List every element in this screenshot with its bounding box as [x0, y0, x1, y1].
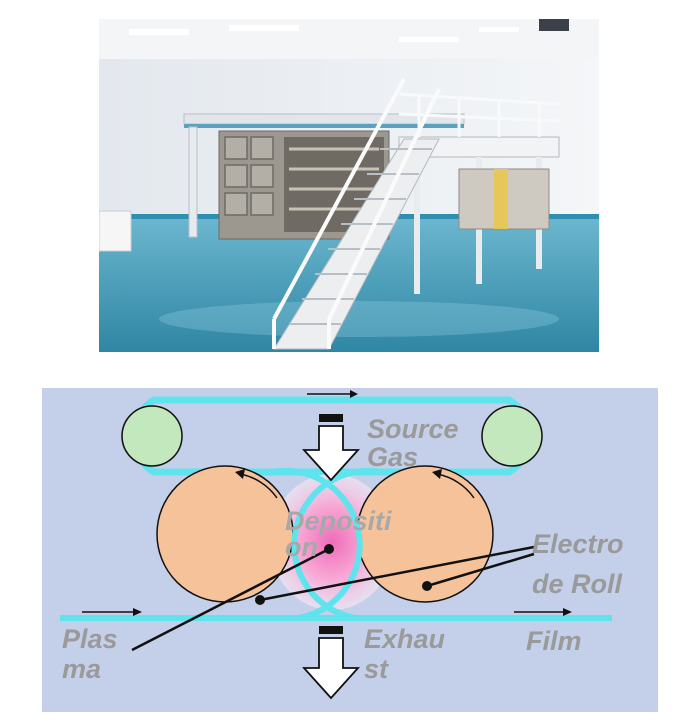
overhead-rail-stripe: [184, 124, 464, 128]
label-exhaust-2: st: [364, 654, 389, 684]
rotation-arrowhead-right: [432, 469, 442, 479]
floor-reflection: [159, 301, 559, 337]
electrode-roll-left: [156, 465, 294, 603]
film-direction-arrow-top: [307, 390, 358, 398]
label-deposition-2: on: [285, 532, 318, 562]
desk: [99, 210, 132, 252]
label-electrode-1: Electro: [532, 529, 624, 559]
deposition-point: [324, 544, 334, 554]
film-wrap-left: [271, 467, 363, 621]
label-gas: Gas: [367, 442, 418, 472]
label-film: Film: [526, 626, 582, 656]
support-post: [188, 126, 198, 238]
rotation-arrowhead-left: [235, 469, 245, 479]
label-source: Source: [367, 414, 459, 444]
electrode-point-right: [422, 581, 432, 591]
stair-steps: [289, 148, 432, 325]
exhaust-arrow: [301, 626, 361, 700]
source-gas-arrow: [301, 414, 361, 482]
equipment-photo: [99, 19, 599, 352]
label-plasma-1: Plas: [62, 624, 118, 654]
platform-yellow-brace: [494, 169, 508, 229]
leader-lines: [131, 545, 535, 652]
equipment-photo-illustration: [99, 19, 599, 352]
plasma-cvd-diagram: Source Gas Depositi on Electro de Roll P…: [42, 388, 658, 712]
guide-roll-left: [121, 405, 183, 467]
ceiling-light: [399, 37, 459, 42]
film-direction-arrow-left: [82, 608, 142, 616]
film-wrap-right: [291, 467, 383, 621]
staircase: [273, 138, 440, 350]
label-electrode-2: de Roll: [532, 569, 623, 599]
machine-panels: [224, 136, 274, 216]
film-direction-arrow-right: [514, 608, 572, 616]
ceiling-light: [229, 25, 299, 31]
guide-roll-right: [481, 405, 543, 467]
ceiling-light: [479, 27, 519, 32]
label-plasma-2: ma: [62, 654, 101, 684]
ceiling-vent: [539, 19, 569, 31]
ceiling-light: [129, 29, 189, 35]
electrode-point-left: [255, 595, 265, 605]
label-deposition-1: Depositi: [285, 506, 392, 536]
stair-handrail: [272, 78, 441, 349]
diagram-canvas: Source Gas Depositi on Electro de Roll P…: [42, 388, 658, 712]
label-exhaust-1: Exhau: [364, 624, 446, 654]
